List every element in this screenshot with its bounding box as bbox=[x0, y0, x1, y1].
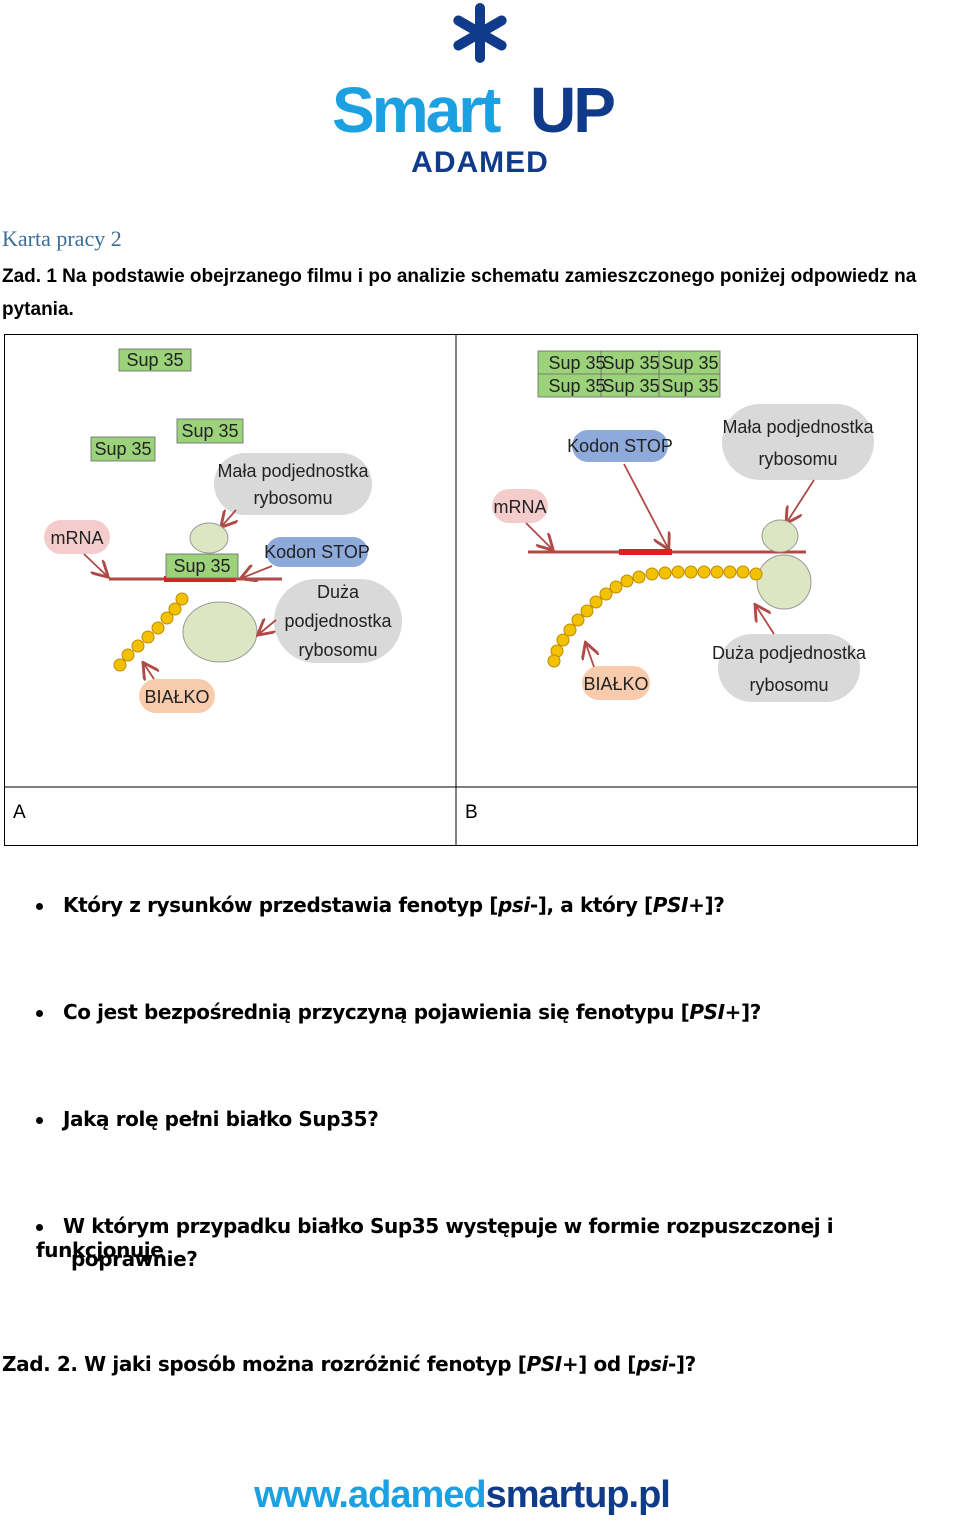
sup35-box bbox=[90, 436, 156, 462]
sup35-label: Sup 35 bbox=[181, 421, 238, 441]
mrna-label: mRNA bbox=[51, 528, 104, 548]
bullet-icon bbox=[36, 1117, 43, 1124]
large-subunit-bubble bbox=[718, 634, 860, 702]
question-1: Który z rysunków przedstawia fenotyp [ps… bbox=[36, 893, 725, 917]
large-subunit-bubble bbox=[274, 579, 402, 663]
bullet-icon bbox=[36, 903, 43, 910]
question-2: Co jest bezpośrednią przyczyną pojawieni… bbox=[36, 1000, 761, 1024]
task-1-instruction: Zad. 1 Na podstawie obejrzanego filmu i … bbox=[2, 266, 917, 320]
sup35-label: Sup 35 bbox=[661, 376, 718, 396]
small-subunit-bubble bbox=[214, 453, 372, 515]
logo-up: UP bbox=[530, 74, 614, 146]
small-subunit bbox=[761, 519, 799, 553]
task-2-question: Zad. 2. W jaki sposób można rozróżnić fe… bbox=[2, 1352, 696, 1376]
footer-url-part2: smartup.pl bbox=[485, 1474, 671, 1516]
protein-bubble bbox=[139, 679, 215, 713]
protein-bubble bbox=[582, 666, 650, 700]
stop-codon-label: Kodon STOP bbox=[567, 436, 673, 456]
stop-codon-bubble bbox=[266, 537, 368, 567]
protein-label: BIAŁKO bbox=[583, 674, 648, 694]
question-3: Jaką rolę pełni białko Sup35? bbox=[36, 1107, 379, 1131]
small-subunit-label: rybosomu bbox=[758, 449, 837, 469]
footer-website: www.adamedsmartup.pl bbox=[0, 1474, 924, 1517]
protein-label: BIAŁKO bbox=[144, 687, 209, 707]
sup35-label: Sup 35 bbox=[602, 353, 659, 373]
large-subunit bbox=[182, 601, 258, 663]
small-subunit-label: Mała podjednostka bbox=[217, 461, 369, 481]
mrna-bubble bbox=[44, 520, 110, 554]
large-subunit-label: Duża podjednostka bbox=[712, 643, 867, 663]
sup35-label: Sup 35 bbox=[126, 350, 183, 370]
large-subunit-label: rybosomu bbox=[298, 640, 377, 660]
question-4-continued: poprawnie? bbox=[71, 1247, 198, 1271]
sup35-label: Sup 35 bbox=[548, 353, 605, 373]
small-subunit-label: rybosomu bbox=[253, 488, 332, 508]
logo-smart: Smart bbox=[332, 74, 501, 146]
large-subunit-label: podjednostka bbox=[284, 611, 392, 631]
small-subunit-bubble bbox=[722, 404, 874, 480]
large-subunit bbox=[756, 554, 812, 610]
sup35-label: Sup 35 bbox=[173, 556, 230, 576]
stop-codon-bubble bbox=[572, 430, 668, 462]
bullet-icon bbox=[36, 1010, 43, 1017]
stop-codon-label: Kodon STOP bbox=[264, 542, 370, 562]
sup35-label: Sup 35 bbox=[602, 376, 659, 396]
smartup-adamed-logo: Smart UP ADAMED bbox=[332, 3, 617, 179]
small-subunit bbox=[189, 522, 229, 554]
asterisk-icon bbox=[453, 3, 507, 63]
sup35-box bbox=[118, 348, 192, 372]
large-subunit-label: Duża bbox=[317, 582, 360, 602]
sup35-label: Sup 35 bbox=[548, 376, 605, 396]
protein-chain bbox=[113, 592, 189, 672]
large-subunit-label: rybosomu bbox=[749, 675, 828, 695]
sup35-label: Sup 35 bbox=[661, 353, 718, 373]
bullet-icon bbox=[36, 1224, 43, 1231]
panel-a-label: A bbox=[13, 802, 26, 823]
small-subunit-label: Mała podjednostka bbox=[722, 417, 874, 437]
footer-url-part1: www.adamed bbox=[254, 1474, 486, 1516]
question-4: W którym przypadku białko Sup35 występuj… bbox=[36, 1214, 834, 1262]
sup35-box bbox=[176, 418, 244, 444]
sup35-label: Sup 35 bbox=[94, 439, 151, 459]
mrna-label: mRNA bbox=[494, 497, 547, 517]
protein-chain bbox=[547, 565, 763, 668]
ribosome-diagram: Sup 35 Sup 35 Sup 35 mRNA Mała podjednos… bbox=[4, 334, 918, 846]
worksheet-title: Karta pracy 2 bbox=[2, 226, 122, 251]
panel-b-label: B bbox=[465, 802, 478, 823]
logo-adamed: ADAMED bbox=[411, 146, 549, 179]
mrna-bubble bbox=[492, 489, 548, 523]
